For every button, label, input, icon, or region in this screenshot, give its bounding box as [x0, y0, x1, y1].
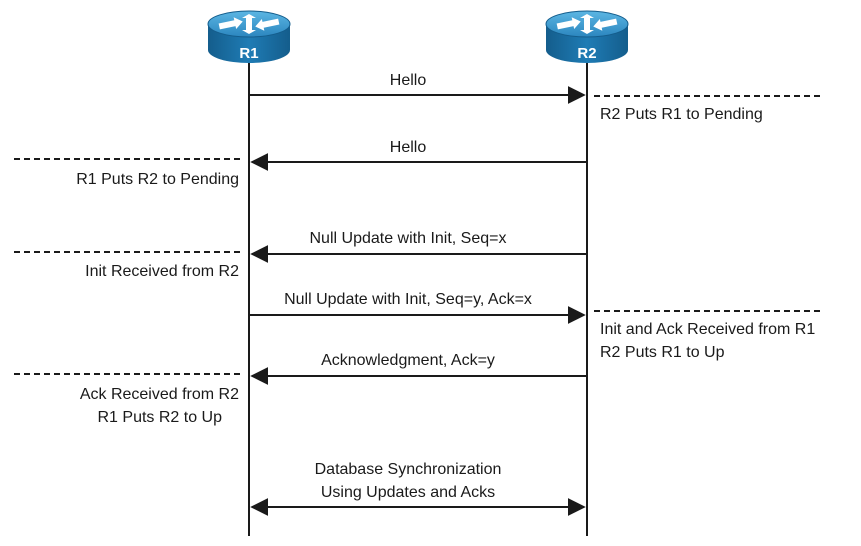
message-label: Hello — [390, 72, 427, 89]
router-r2-icon: R2 — [545, 10, 629, 63]
note-r2-pending: R2 Puts R1 to Pending — [594, 95, 822, 123]
note-line: R2 Puts R1 to Up — [600, 344, 725, 361]
message-label: Null Update with Init, Seq=x — [310, 230, 507, 247]
note-ack-received: Ack Received from R2 R1 Puts R2 to Up — [14, 373, 242, 426]
message-hello-r1-to-r2: Hello — [249, 72, 586, 104]
message-label: Acknowledgment, Ack=y — [321, 352, 495, 369]
note-line: R2 Puts R1 to Pending — [600, 106, 763, 123]
message-null-update-init-ack: Null Update with Init, Seq=y, Ack=x — [249, 291, 586, 324]
note-line: Init Received from R2 — [85, 263, 239, 280]
note-line: Init and Ack Received from R1 — [600, 321, 815, 338]
router-r1-icon: R1 — [207, 10, 291, 63]
note-init-ack-received: Init and Ack Received from R1 R2 Puts R1… — [594, 310, 822, 361]
note-r1-pending: R1 Puts R2 to Pending — [14, 158, 242, 188]
note-line: R1 Puts R2 to Pending — [76, 171, 239, 188]
message-null-update-init: Null Update with Init, Seq=x — [250, 230, 587, 263]
note-line: R1 Puts R2 to Up — [98, 409, 223, 426]
note-line: Ack Received from R2 — [80, 386, 239, 403]
router-r1-label: R1 — [239, 45, 258, 62]
message-label: Hello — [390, 139, 427, 156]
message-label: Null Update with Init, Seq=y, Ack=x — [284, 291, 532, 308]
message-label: Using Updates and Acks — [321, 484, 495, 501]
message-label: Database Synchronization — [315, 461, 502, 478]
message-hello-r2-to-r1: Hello — [250, 139, 587, 171]
router-r2-label: R2 — [577, 45, 596, 62]
message-acknowledgment: Acknowledgment, Ack=y — [250, 352, 587, 385]
note-init-received: Init Received from R2 — [14, 251, 242, 280]
message-database-sync: Database Synchronization Using Updates a… — [250, 461, 586, 516]
